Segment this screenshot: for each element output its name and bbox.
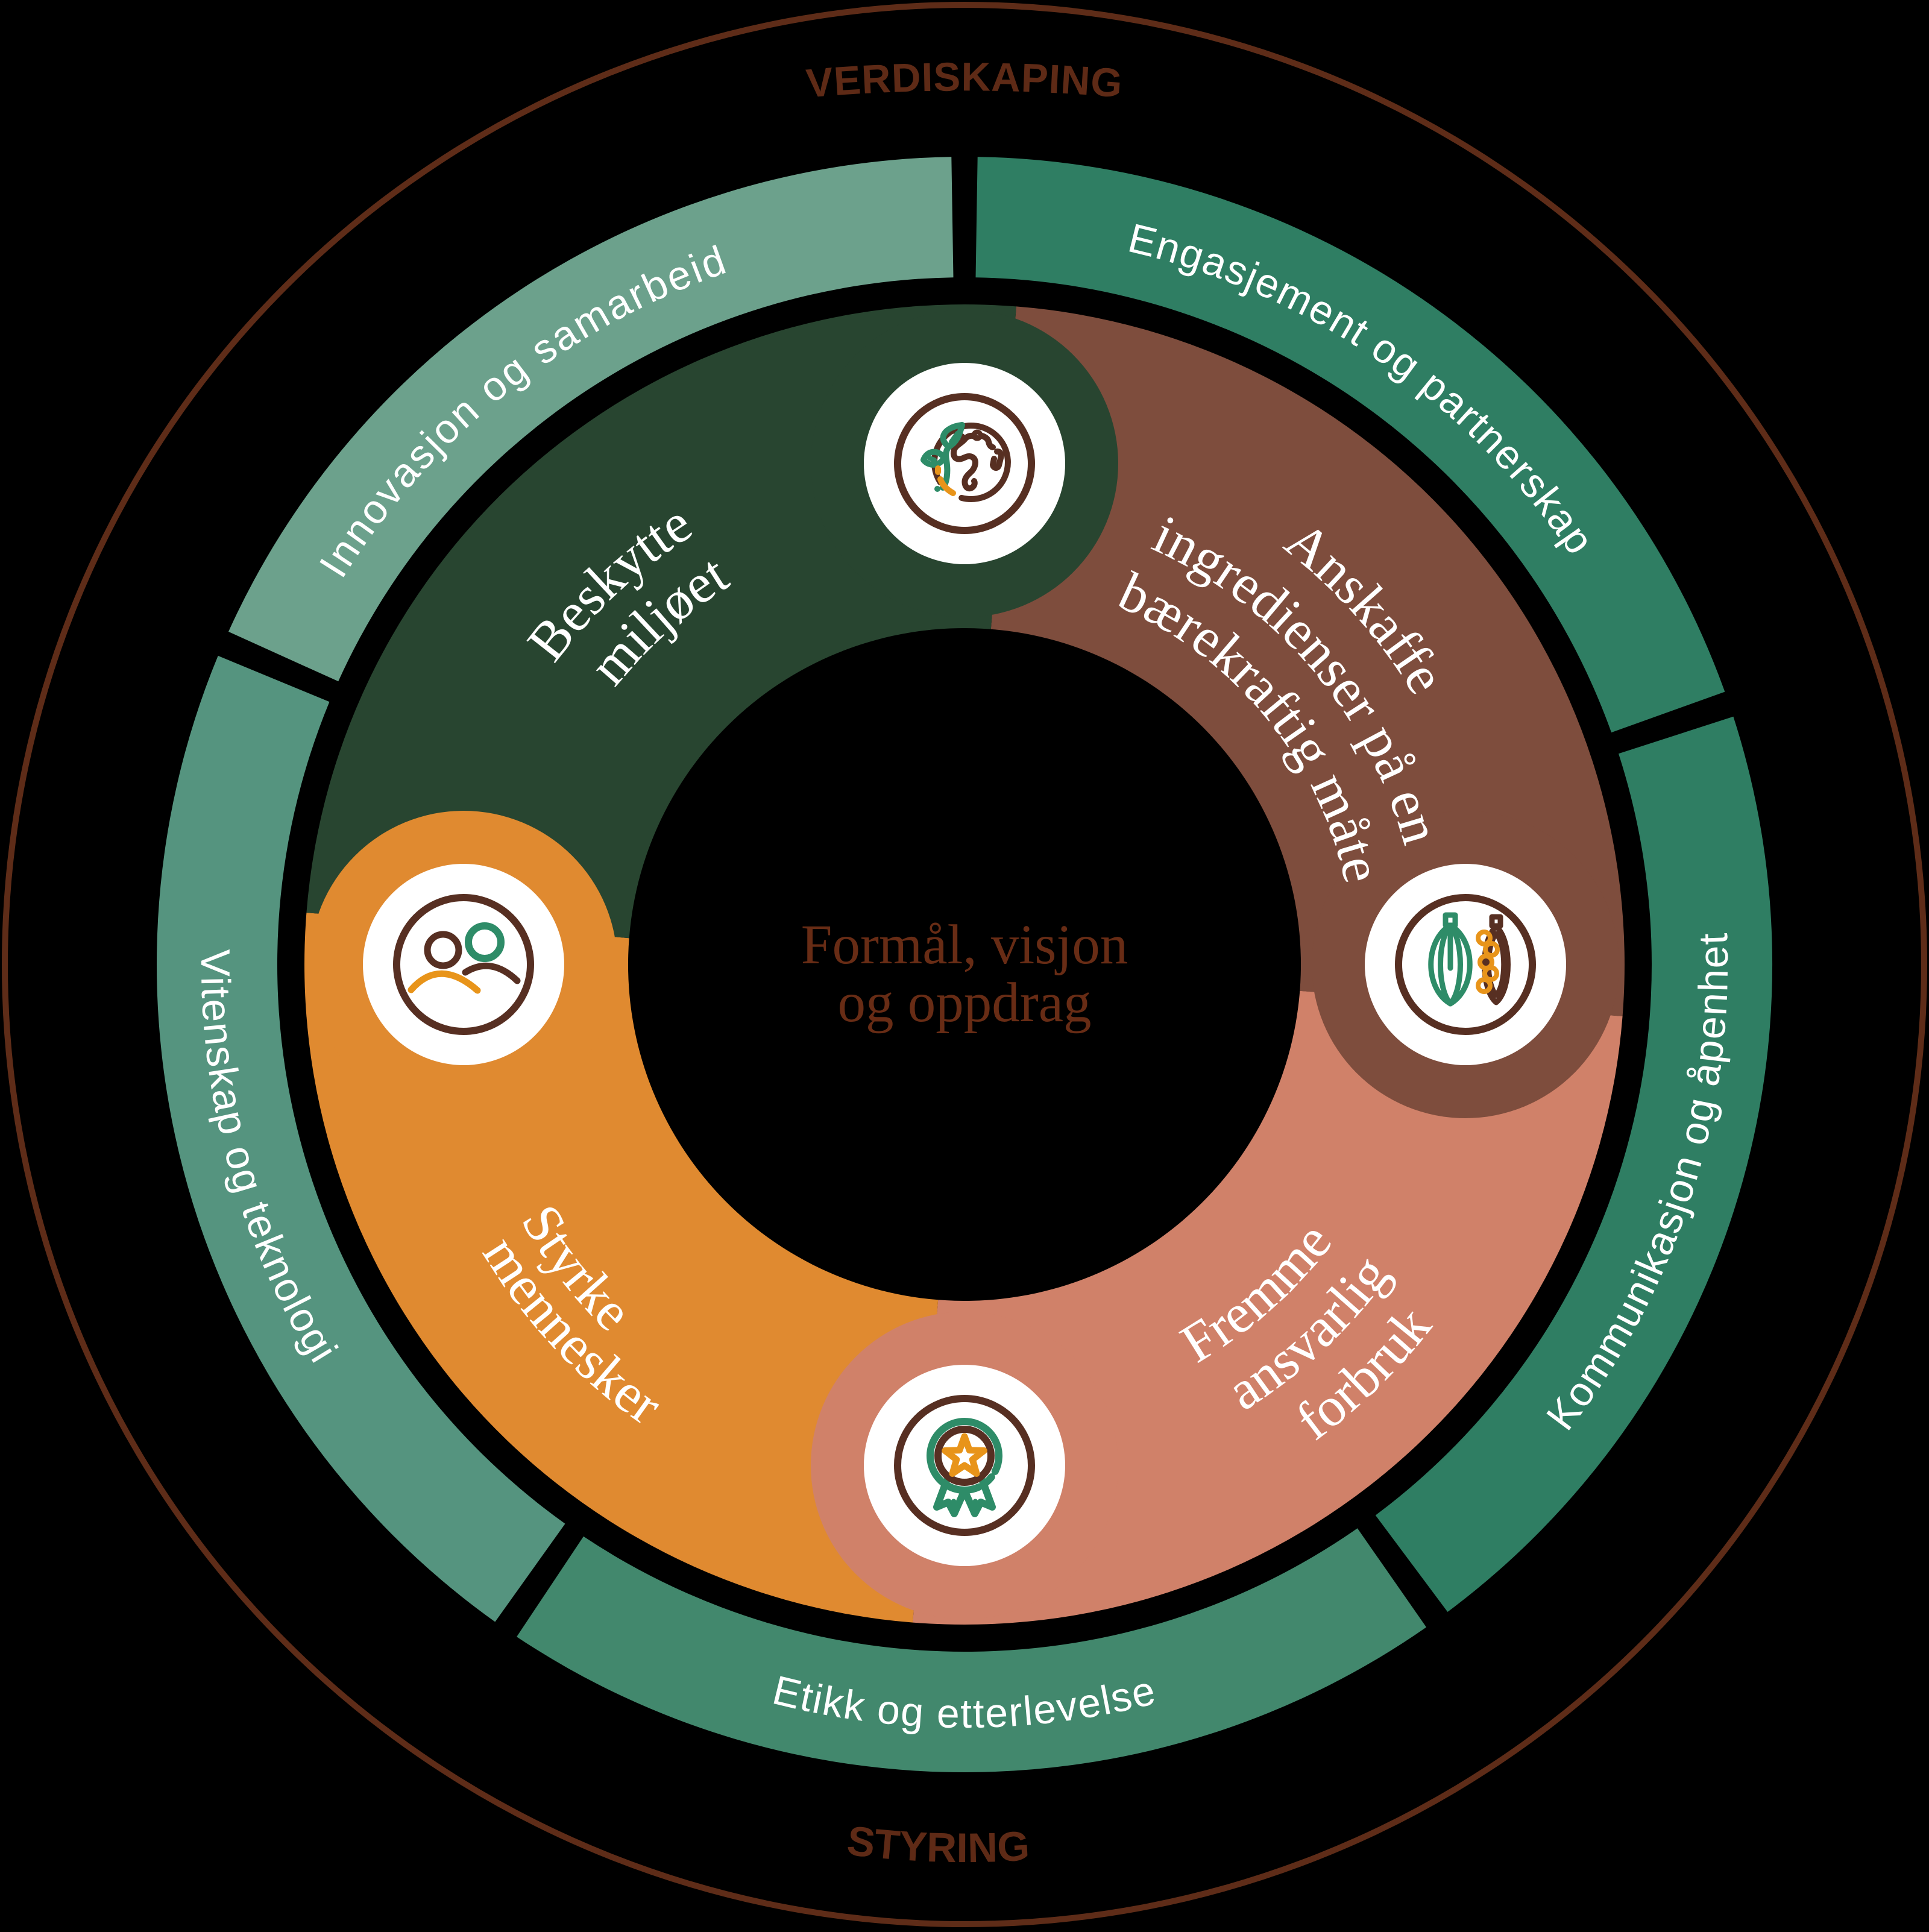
svg-text:STYRING: STYRING — [845, 1817, 1031, 1872]
svg-text:VERDISKAPING: VERDISKAPING — [804, 54, 1124, 106]
